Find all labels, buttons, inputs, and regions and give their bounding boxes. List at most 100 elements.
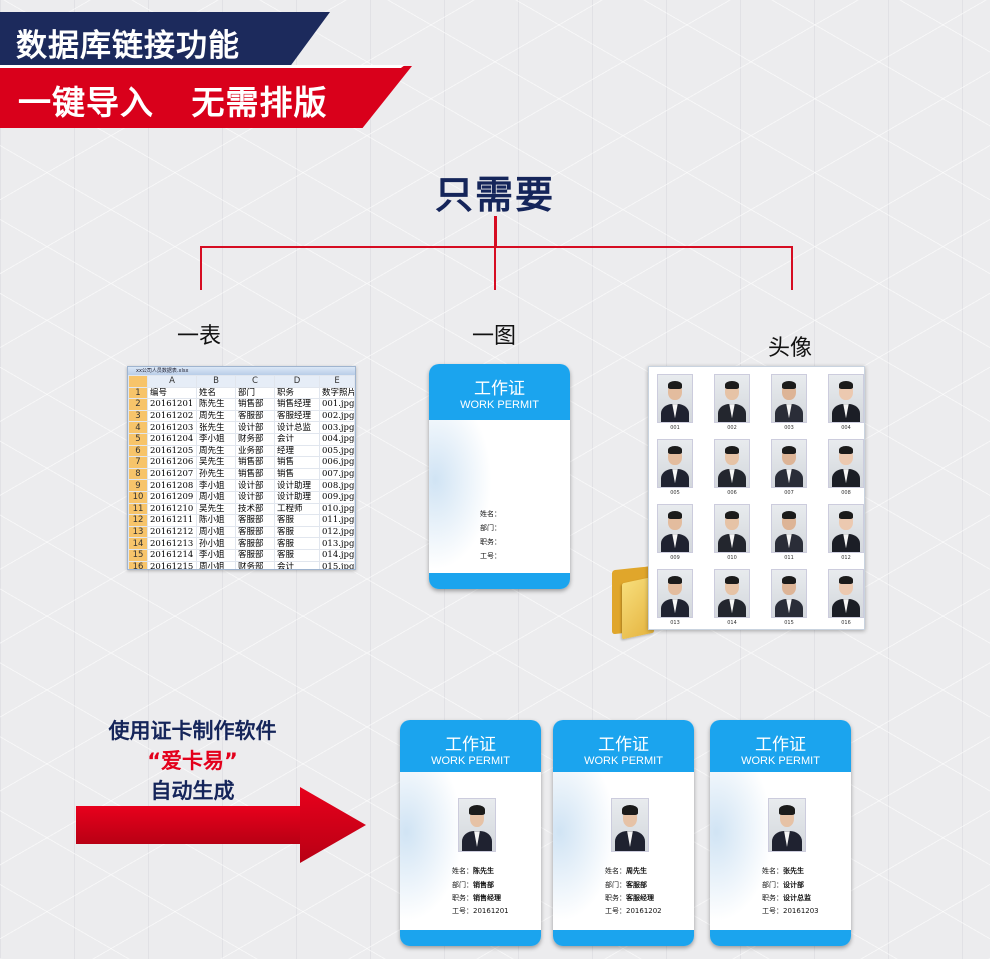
portrait-hair	[781, 445, 797, 455]
table-cell: 数字照片	[319, 386, 355, 400]
table-cell: 销售部	[235, 467, 275, 481]
photo-number: 012	[841, 555, 851, 561]
avatar-photo: 009	[657, 504, 693, 564]
photo-number: 002	[727, 425, 737, 431]
card-portrait	[458, 798, 496, 852]
arrow-right-icon	[76, 806, 304, 844]
table-cell: 20161208	[147, 479, 197, 492]
photo-number: 014	[727, 620, 737, 626]
table-cell: 013.jpg	[319, 537, 355, 550]
table-cell: 002.jpg	[319, 409, 355, 423]
card-swirl-decoration	[710, 772, 774, 922]
portrait-image	[828, 504, 864, 553]
table-cell: 009.jpg	[319, 490, 355, 504]
table-cell: 20161212	[147, 525, 197, 539]
portrait-hair	[667, 510, 683, 520]
table-cell: 经理	[274, 444, 320, 458]
photo-number: 001	[670, 425, 680, 431]
portrait-shirt	[672, 534, 678, 549]
table-cell: 010.jpg	[319, 502, 355, 516]
card-swirl-decoration	[553, 772, 617, 922]
portrait-hair	[469, 805, 485, 815]
table-cell: 周小姐	[196, 525, 236, 539]
portrait-hair	[667, 445, 683, 455]
portrait-shirt	[672, 404, 678, 419]
field-value-title: 销售经理	[473, 894, 501, 902]
card-id-row: 工号：20161203	[762, 906, 819, 916]
permit-template-card: 工作证 WORK PERMIT 姓名： 部门： 职务： 工号：	[429, 364, 570, 589]
card-title: 工作证	[474, 379, 525, 399]
card-footer-band	[710, 930, 851, 946]
photo-number: 004	[841, 425, 851, 431]
table-cell: 20161206	[147, 456, 197, 469]
table-cell: 销售	[274, 467, 320, 481]
photo-number: 006	[727, 490, 737, 496]
portrait-hair	[724, 575, 740, 585]
tree-branch-right	[791, 246, 793, 290]
table-cell: 设计部	[235, 421, 275, 434]
photo-number: 015	[784, 620, 794, 626]
banner-divider	[0, 65, 405, 68]
avatar-photo: 004	[828, 374, 864, 434]
field-label-dept: 部门：	[762, 881, 783, 889]
row-number: 7	[128, 456, 148, 469]
portrait-hair	[838, 510, 854, 520]
field-label-id: 工号：	[452, 907, 473, 915]
table-cell: 012.jpg	[319, 525, 355, 539]
photo-number: 013	[670, 620, 680, 626]
portrait-image	[657, 374, 693, 423]
field-value-id: 20161202	[626, 907, 662, 915]
table-cell: 会计	[274, 560, 320, 569]
portrait-image	[714, 374, 750, 423]
spreadsheet-filename: xx公司人员数据表.xlsx	[128, 367, 355, 375]
banner-heading: 数据库链接功能	[16, 28, 240, 64]
photo-number: 009	[670, 555, 680, 561]
portrait-image	[657, 569, 693, 618]
portrait-shirt	[729, 469, 735, 484]
table-cell: 015.jpg	[319, 560, 355, 569]
row-number: 14	[128, 537, 148, 550]
avatar-photo: 006	[714, 439, 750, 499]
field-label-title: 职务：	[480, 538, 501, 546]
field-value-title: 设计总监	[783, 894, 811, 902]
portrait-hair	[781, 510, 797, 520]
portrait-image	[828, 374, 864, 423]
avatar-photo: 002	[714, 374, 750, 434]
table-cell: 职务	[274, 386, 320, 400]
avatar-photo: 007	[771, 439, 807, 499]
portrait-shirt	[843, 599, 849, 614]
portrait-shirt	[786, 404, 792, 419]
table-cell: 004.jpg	[319, 432, 355, 446]
field-label-id: 工号：	[480, 552, 501, 560]
portrait-hair	[667, 575, 683, 585]
field-label-dept: 部门：	[605, 881, 626, 889]
row-number: 13	[128, 525, 148, 539]
portrait-hair	[724, 380, 740, 390]
avatar-photo: 016	[828, 569, 864, 629]
row-number: 16	[128, 560, 148, 569]
table-cell: 财务部	[235, 432, 275, 446]
portrait-image	[657, 439, 693, 488]
portrait-image	[771, 569, 807, 618]
table-cell: 张先生	[196, 421, 236, 434]
avatar-photo: 015	[771, 569, 807, 629]
portrait-hair	[781, 380, 797, 390]
table-cell: 客服部	[235, 537, 275, 550]
field-label-title: 职务：	[762, 894, 783, 902]
table-cell: 周小姐	[196, 490, 236, 504]
table-cell: 20161201	[147, 398, 197, 411]
tree-label-image: 一图	[472, 324, 517, 349]
table-cell: 孙小姐	[196, 537, 236, 550]
